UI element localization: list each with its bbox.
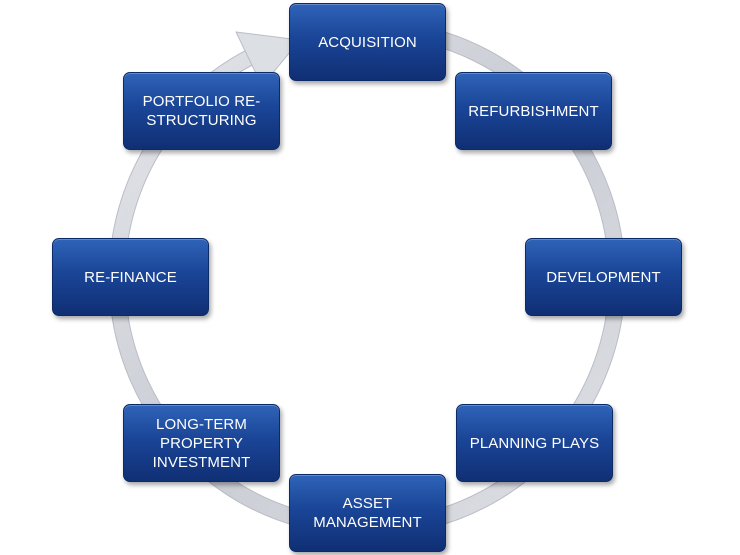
- step-development-box[interactable]: DEVELOPMENT: [525, 238, 682, 316]
- ring-arrowhead: [235, 31, 301, 87]
- step-planning-plays-box[interactable]: PLANNING PLAYS: [456, 404, 613, 482]
- step-asset-management-box[interactable]: ASSET MANAGEMENT: [289, 474, 446, 552]
- step-re-finance-box[interactable]: RE-FINANCE: [52, 238, 209, 316]
- step-acquisition-box[interactable]: ACQUISITION: [289, 3, 446, 81]
- step-long-term-property-investment-box[interactable]: LONG-TERM PROPERTY INVESTMENT: [123, 404, 280, 482]
- step-refurbishment-box[interactable]: REFURBISHMENT: [455, 72, 612, 150]
- step-portfolio-restructuring-box[interactable]: PORTFOLIO RE- STRUCTURING: [123, 72, 280, 150]
